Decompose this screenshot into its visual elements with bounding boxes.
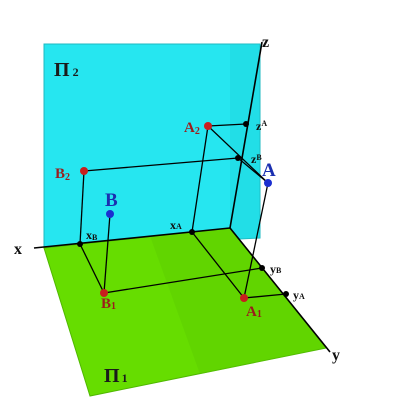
construction-lines (79, 123, 287, 299)
y-axis-line (229, 227, 331, 353)
point-za (243, 121, 249, 127)
line-a1-ya (243, 293, 287, 299)
label-xb: xB (86, 228, 98, 242)
z-axis-line (229, 41, 263, 229)
line-a2-za (207, 123, 247, 127)
point-yb (259, 265, 265, 271)
label-point-a: A (262, 160, 276, 181)
line-b1-yb (103, 267, 263, 294)
line-a2-xa (191, 125, 209, 233)
label-axis-z: z (262, 34, 269, 51)
projection-points (80, 122, 248, 302)
point-xb (77, 241, 83, 247)
label-xa: xA (170, 218, 182, 232)
space-points (106, 179, 272, 218)
label-zb: zB (251, 152, 262, 166)
label-yb: yB (270, 262, 282, 276)
label-axis-x: x (14, 241, 22, 258)
point-zb (235, 155, 241, 161)
line-a2-a (207, 125, 269, 184)
label-axis-y: y (332, 347, 340, 364)
line-zb-a (237, 157, 269, 184)
axis-points (77, 121, 289, 297)
line-b2-xb (79, 170, 85, 245)
line-b-b1 (103, 213, 111, 294)
point-b2 (80, 167, 88, 175)
label-b1: B1 (101, 296, 116, 312)
x-axis-line (33, 227, 231, 249)
line-xa-a1 (191, 231, 245, 299)
label-point-b: B (105, 190, 118, 211)
line-xb-b1 (79, 243, 105, 294)
point-xa (189, 229, 195, 235)
label-a2: A2 (184, 120, 200, 137)
label-b2: B2 (55, 166, 70, 183)
point-a (264, 179, 272, 187)
point-b1 (100, 289, 108, 297)
line-a-a1 (243, 182, 269, 299)
label-za: zA (256, 119, 267, 133)
label-a1: A1 (246, 304, 262, 320)
point-b (106, 210, 114, 218)
point-a1 (240, 294, 248, 302)
horizontal-plane-shade (150, 228, 326, 374)
point-a2 (204, 122, 212, 130)
label-ya: yA (293, 288, 305, 302)
line-b2-zb (83, 157, 239, 172)
point-ya (283, 291, 289, 297)
frontal-plane-pi2 (43, 43, 261, 249)
